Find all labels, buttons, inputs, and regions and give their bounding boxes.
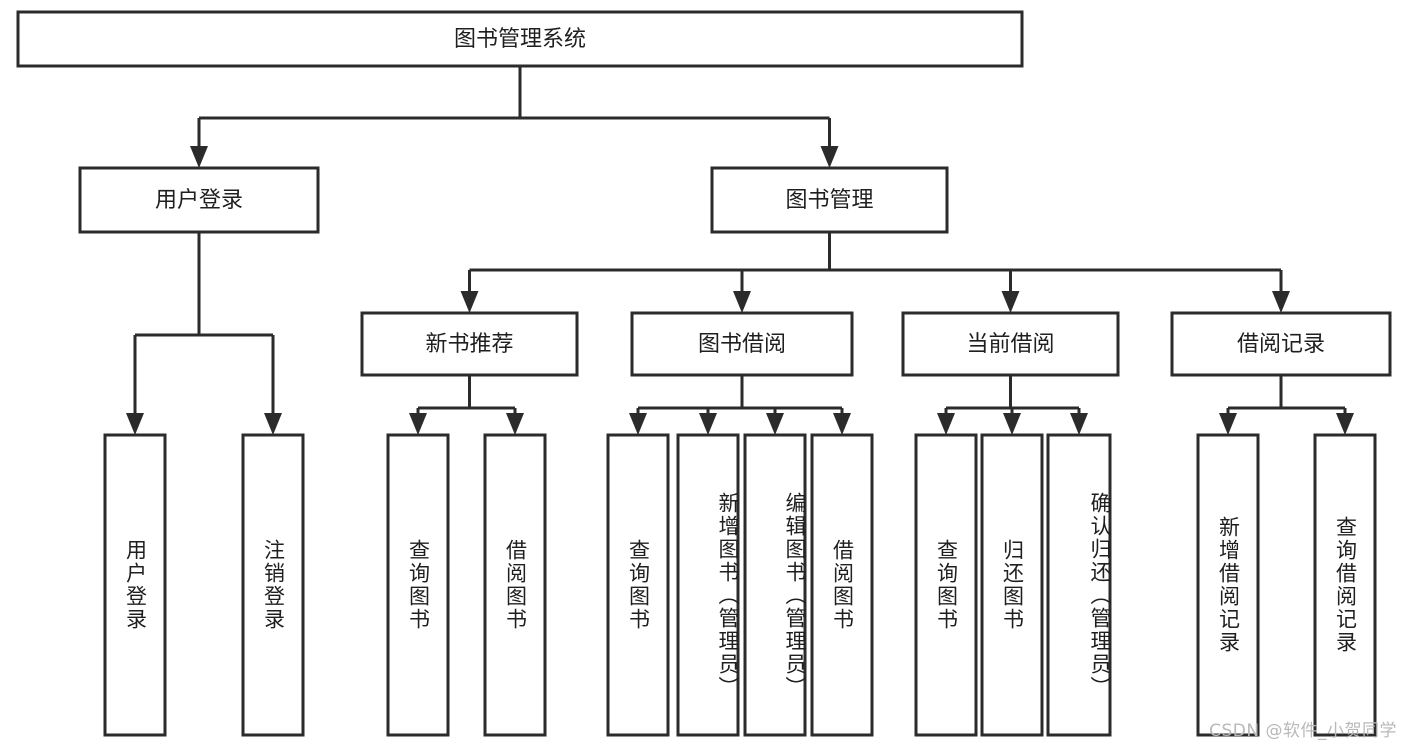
node-book-manage-label: 图书管理 bbox=[785, 188, 873, 213]
connector-lines bbox=[126, 66, 1354, 435]
node-root-label: 图书管理系统 bbox=[454, 27, 586, 52]
node-user-login-box[interactable] bbox=[78, 166, 320, 234]
node-leaf-query-book-3-box[interactable] bbox=[914, 433, 978, 737]
node-book-borrow-label: 图书借阅 bbox=[698, 332, 786, 357]
node-leaf-add-book-box[interactable] bbox=[676, 433, 740, 737]
node-leaf-query-book-2-box[interactable] bbox=[606, 433, 670, 737]
node-current-borrow-box[interactable] bbox=[901, 311, 1120, 377]
node-leaf-query-book-1-box[interactable] bbox=[386, 433, 450, 737]
node-user-login-label: 用户登录 bbox=[155, 188, 243, 213]
node-new-book-rec-label: 新书推荐 bbox=[425, 332, 513, 357]
node-current-borrow-label: 当前借阅 bbox=[966, 332, 1054, 357]
node-leaf-edit-book-box[interactable] bbox=[743, 433, 807, 737]
csdn-watermark: CSDN @软件_小贺同学 bbox=[1209, 721, 1397, 741]
node-leaf-borrow-book-2-box[interactable] bbox=[810, 433, 874, 737]
node-book-borrow-box[interactable] bbox=[630, 311, 854, 377]
node-borrow-record-box[interactable] bbox=[1170, 311, 1392, 377]
node-leaf-borrow-book-1-box[interactable] bbox=[483, 433, 547, 737]
node-borrow-record-label: 借阅记录 bbox=[1237, 332, 1325, 357]
node-root-box[interactable] bbox=[16, 10, 1024, 68]
node-leaf-user-logout-box[interactable] bbox=[241, 433, 305, 737]
node-leaf-query-record-box[interactable] bbox=[1313, 433, 1377, 737]
node-leaf-add-record-box[interactable] bbox=[1196, 433, 1260, 737]
node-book-manage-box[interactable] bbox=[710, 166, 949, 234]
node-new-book-rec-box[interactable] bbox=[360, 311, 579, 377]
node-leaf-return-book-box[interactable] bbox=[980, 433, 1044, 737]
node-boxes bbox=[16, 10, 1392, 737]
node-leaf-confirm-return-box[interactable] bbox=[1046, 433, 1112, 737]
node-leaf-user-login-box[interactable] bbox=[103, 433, 167, 737]
